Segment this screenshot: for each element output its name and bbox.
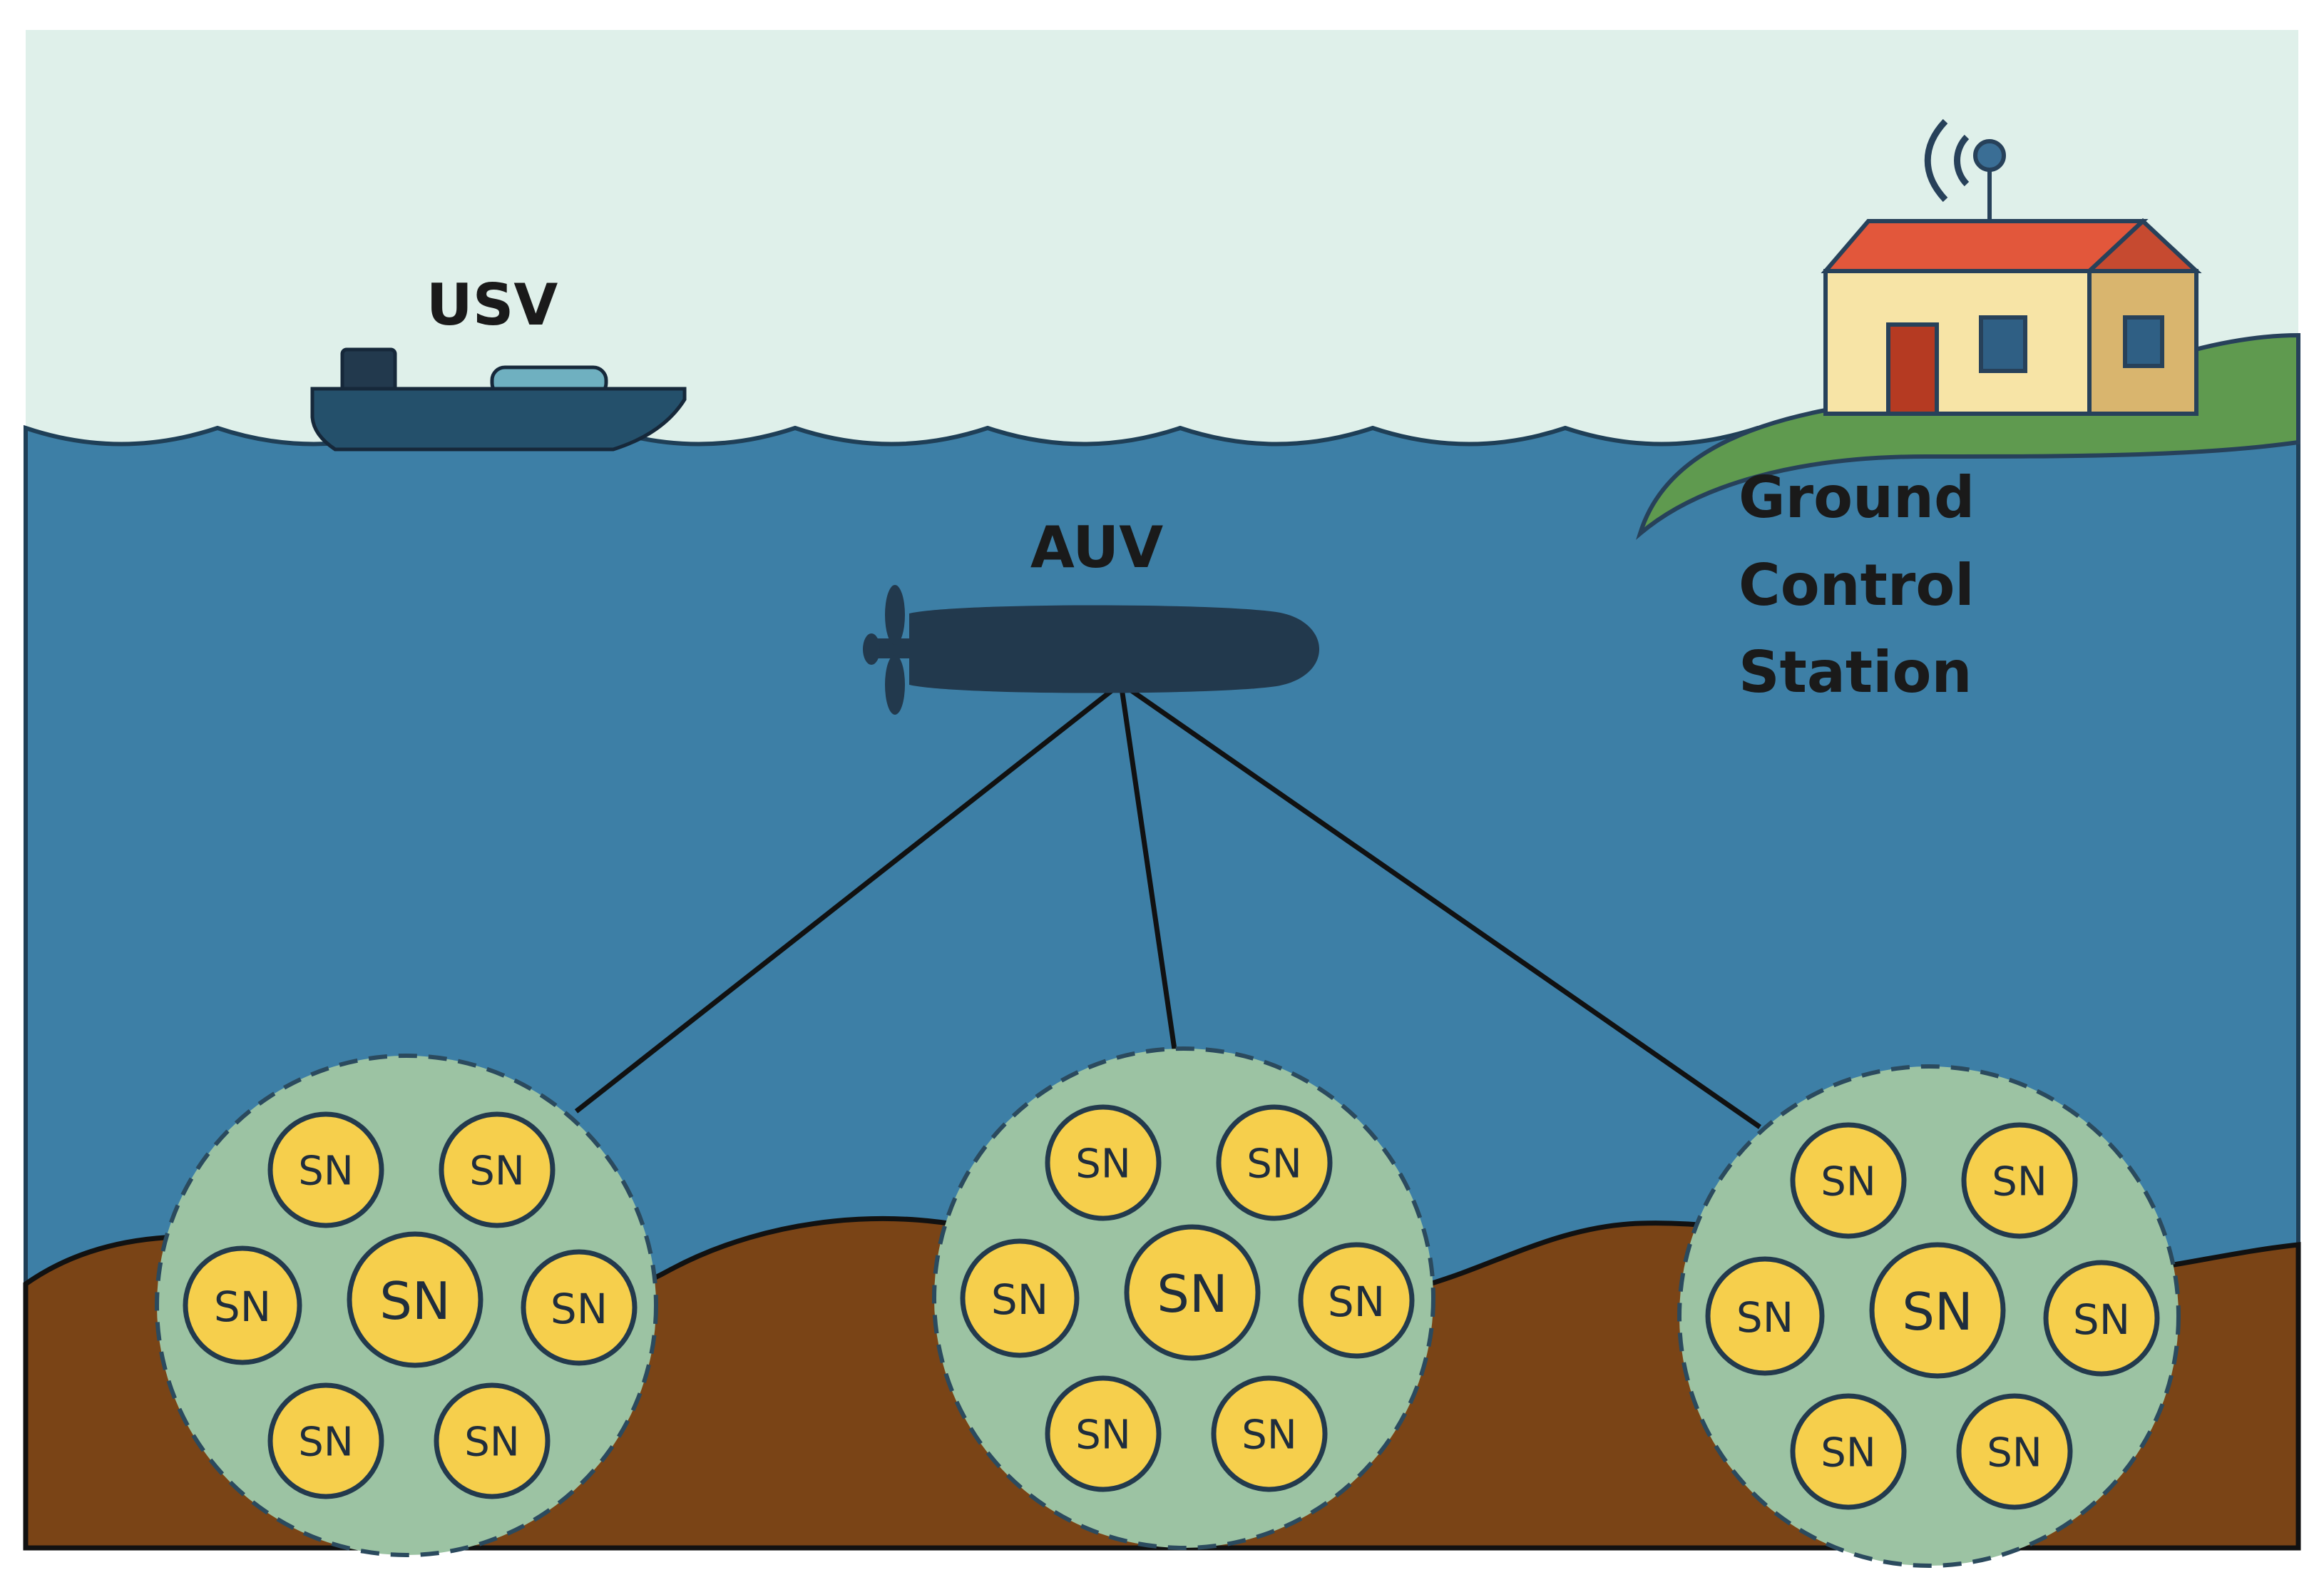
submarine-icon <box>863 585 1320 715</box>
communication-links <box>574 681 1761 1129</box>
sensor-node-icon: SN <box>960 1238 1080 1358</box>
sensor-node-label: SN <box>298 1148 353 1195</box>
sensor-node-icon: SN <box>1869 1242 2006 1379</box>
sensor-node-label: SN <box>1987 1430 2042 1477</box>
boat-icon <box>310 347 687 452</box>
sensor-node-label: SN <box>214 1283 271 1331</box>
link-left <box>574 681 1123 1113</box>
sensor-node-icon: SN <box>1045 1104 1162 1221</box>
sensor-node-label: SN <box>1821 1159 1875 1206</box>
sensor-node-label: SN <box>464 1420 519 1466</box>
sensor-node-icon: SN <box>1961 1122 2078 1239</box>
sensor-node-label: SN <box>991 1275 1048 1324</box>
link-middle <box>1118 683 1178 1055</box>
sensor-node-label: SN <box>1992 1159 2047 1206</box>
sensor-node-icon: SN <box>1956 1393 2073 1510</box>
sensor-node-icon: SN <box>521 1249 638 1366</box>
sensor-node-icon: SN <box>1045 1375 1162 1492</box>
sensor-node-icon: SN <box>439 1111 556 1228</box>
sensor-node-label: SN <box>1157 1264 1228 1324</box>
sensor-node-icon: SN <box>1790 1122 1907 1239</box>
sensor-cluster-middle: SN SN SN SN SN SN SN <box>932 1046 1435 1550</box>
sensor-node-icon: SN <box>267 1111 384 1228</box>
sensor-node-icon: SN <box>2043 1260 2160 1377</box>
sensor-node-icon: SN <box>434 1382 551 1499</box>
sensor-node-icon: SN <box>267 1382 384 1499</box>
sensor-node-label: SN <box>1075 1141 1130 1188</box>
sensor-node-label: SN <box>1328 1278 1385 1326</box>
auv-label: AUV <box>1030 514 1163 581</box>
sensor-node-label: SN <box>1821 1430 1875 1477</box>
sensor-node-icon: SN <box>1124 1224 1261 1361</box>
sensor-node-icon: SN <box>347 1231 483 1368</box>
sensor-cluster-right: SN SN SN SN SN SN SN <box>1677 1064 2181 1568</box>
station-label-line2: Control <box>1739 552 1975 618</box>
sensor-cluster-left: SN SN SN SN SN SN SN <box>155 1054 658 1557</box>
sensor-node-icon: SN <box>183 1245 302 1365</box>
sensor-node-icon: SN <box>1705 1256 1825 1376</box>
link-right <box>1120 681 1761 1129</box>
sensor-node-icon: SN <box>1790 1393 1907 1510</box>
sensor-node-label: SN <box>1902 1282 1973 1342</box>
station-label-line1: Ground <box>1739 464 1975 531</box>
usv-label: USV <box>426 272 558 338</box>
sensor-node-label: SN <box>379 1271 451 1331</box>
sensor-node-label: SN <box>1736 1293 1793 1342</box>
sensor-node-icon: SN <box>1298 1242 1415 1359</box>
sensor-node-label: SN <box>1242 1412 1296 1459</box>
sensor-node-label: SN <box>1075 1412 1130 1459</box>
sensor-node-label: SN <box>298 1420 353 1466</box>
sensor-node-label: SN <box>551 1285 608 1333</box>
house-with-antenna-icon <box>1821 118 2202 416</box>
sensor-node-label: SN <box>469 1148 524 1195</box>
sensor-node-label: SN <box>1247 1141 1301 1188</box>
sensor-node-icon: SN <box>1211 1375 1328 1492</box>
sensor-node-icon: SN <box>1216 1104 1333 1221</box>
station-label-line3: Station <box>1739 639 1972 705</box>
sensor-node-label: SN <box>2073 1295 2130 1344</box>
